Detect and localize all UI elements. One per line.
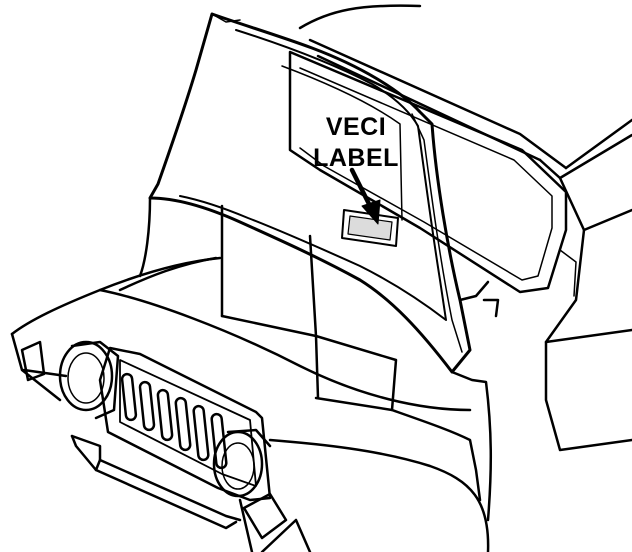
bumper — [70, 434, 242, 530]
hood-outer-edge — [148, 12, 472, 374]
hood-panel — [148, 12, 472, 374]
left-headlight — [58, 340, 120, 420]
jeep-body — [10, 196, 500, 552]
callout-line-1: VECI — [325, 113, 387, 141]
veci-label-plate — [341, 209, 399, 247]
hood-edge-inner — [411, 113, 463, 353]
grille — [98, 346, 272, 502]
callout-line-2: LABEL — [313, 144, 399, 172]
hood-top-lip — [211, 13, 241, 23]
veci-label-callout: VECI LABEL — [306, 112, 406, 174]
right-headlight — [212, 428, 272, 498]
windshield-frame — [298, 4, 632, 452]
callout-arrow — [349, 167, 381, 225]
hood-crease — [281, 65, 403, 221]
windshield-glass — [288, 50, 577, 297]
hood-inner-panel — [179, 29, 447, 321]
